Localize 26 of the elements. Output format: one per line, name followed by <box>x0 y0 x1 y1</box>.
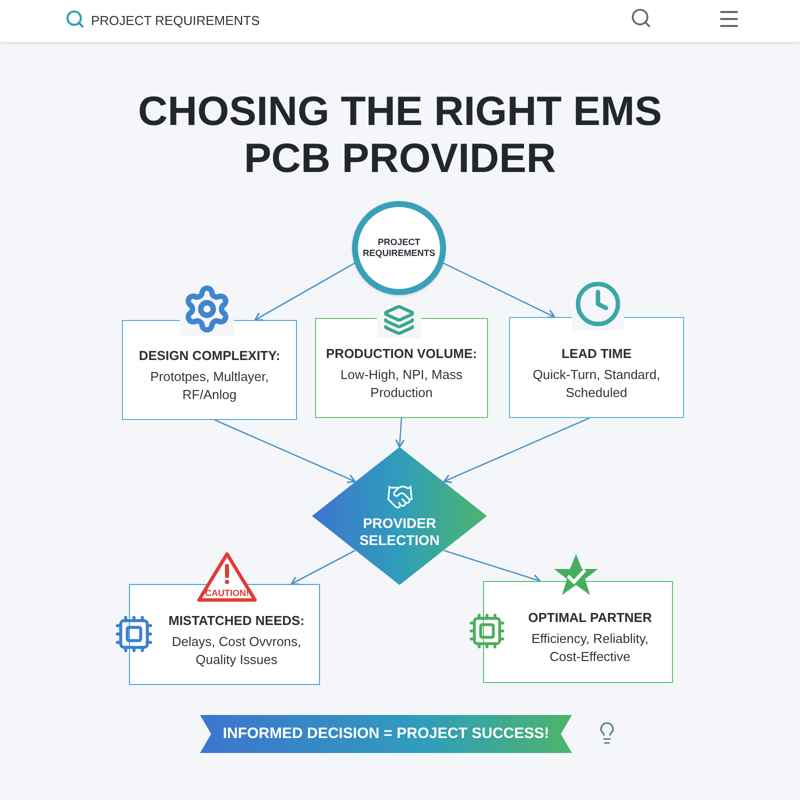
arrow <box>443 417 590 484</box>
arrow <box>290 550 356 586</box>
box-heading: PRODUCTION VOLUME: <box>326 346 477 362</box>
arrow <box>395 418 405 448</box>
caution-text: CAUTION! <box>205 587 249 600</box>
info-box <box>483 581 673 683</box>
node-label: PROVIDER SELECTION <box>358 514 441 550</box>
info-box <box>315 318 488 418</box>
arrow <box>214 419 356 484</box>
page-heading: PROJECT REQUIREMENTS <box>91 12 260 30</box>
box-heading: LEAD TIME <box>561 346 632 362</box>
node-label: PROJECT REQUIREMENTS <box>362 236 436 260</box>
box-description: Prototpes, Multlayer, RF/Anlog <box>149 368 270 404</box>
box-description: Efficiency, Reliablity, Cost-Effective <box>530 630 650 666</box>
box-heading: MISTATCHED NEEDS: <box>168 612 305 629</box>
info-box <box>509 317 684 418</box>
title: CHOSING THE RIGHT EMS PCB PROVIDER <box>137 88 663 182</box>
arrow <box>444 550 541 584</box>
banner-text: INFORMED DECISION = PROJECT SUCCESS! <box>222 724 550 744</box>
box-description: Quick-Turn, Standard, Scheduled <box>532 366 662 402</box>
decision-diamond <box>312 447 487 585</box>
box-heading: OPTIMAL PARTNER <box>528 610 652 626</box>
box-heading: DESIGN COMPLEXITY: <box>138 348 280 364</box>
box-description: Delays, Cost Ovvrons, Quality Issues <box>170 632 302 668</box>
box-description: Low-High, NPI, Mass Production <box>339 366 464 402</box>
info-box <box>122 320 297 420</box>
